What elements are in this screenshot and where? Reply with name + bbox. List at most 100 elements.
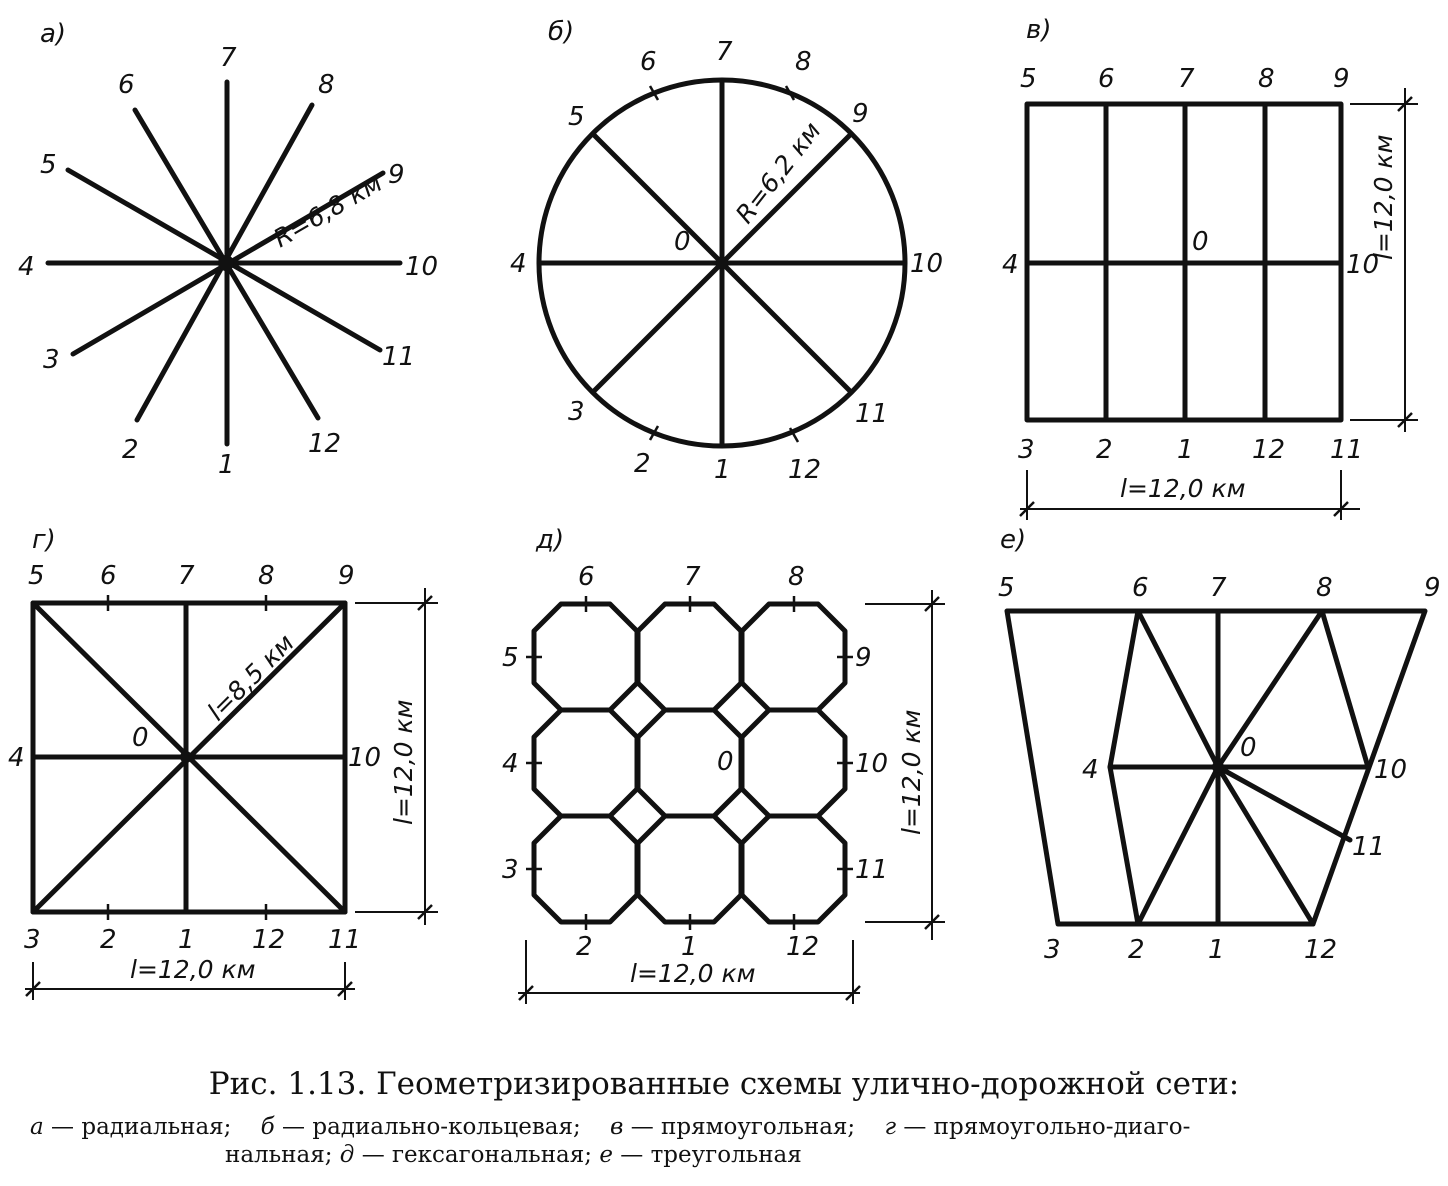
panel-g-node-11: 11 <box>328 925 361 955</box>
caption-text-g-continued: нальная; <box>225 1142 333 1168</box>
panel-v-node-3: 3 <box>1018 435 1035 465</box>
panel-b-node-10: 10 <box>910 249 943 279</box>
panel-e-node-7: 7 <box>1210 573 1227 603</box>
panel-e-node-8: 8 <box>1316 573 1333 603</box>
panel-d-hexagonal: д) 1 2 3 4 5 <box>502 525 945 1004</box>
caption-text-v: — прямоугольная; <box>630 1114 856 1140</box>
panel-a-radial: а) 1 2 3 4 5 6 7 8 9 10 11 12 R=6,8 км <box>18 19 438 480</box>
panel-d-node-2: 2 <box>576 932 593 962</box>
panel-b-node-2: 2 <box>634 449 651 479</box>
panel-d-center-label: 0 <box>717 747 734 777</box>
panel-e-center-node <box>1212 761 1224 773</box>
panel-g-node-8: 8 <box>258 561 275 591</box>
panel-d-node-11: 11 <box>855 855 888 885</box>
panel-g-node-5: 5 <box>28 561 45 591</box>
panel-g-height-dimension: l=12,0 км <box>355 588 438 925</box>
cell-1-1 <box>531 601 640 713</box>
panel-d-node-4: 4 <box>502 749 519 779</box>
caption-key-v: в <box>610 1114 624 1140</box>
panel-a-radius-label: R=6,8 км <box>269 168 387 253</box>
panel-b-letter: б) <box>548 17 574 47</box>
panel-g-node-9: 9 <box>338 561 355 591</box>
panel-g-node-2: 2 <box>100 925 117 955</box>
panel-e-node-1: 1 <box>1208 935 1225 965</box>
panel-v-node-6: 6 <box>1098 64 1115 94</box>
caption-text-a: — радиальная; <box>51 1114 232 1140</box>
cell-2-1 <box>531 707 640 819</box>
panel-d-node-10: 10 <box>855 749 888 779</box>
panel-v-height-label: l=12,0 км <box>1369 135 1398 260</box>
panel-e-letter: е) <box>1000 525 1026 555</box>
caption-key-a: а <box>30 1114 44 1140</box>
panel-g-height-label: l=12,0 км <box>389 700 418 825</box>
panel-d-node-8: 8 <box>788 562 805 592</box>
panel-a-node-6: 6 <box>118 70 135 100</box>
panel-v-node-10: 10 <box>1346 250 1379 280</box>
panel-a-center-node <box>218 255 234 271</box>
panel-a-node-3: 3 <box>43 345 60 375</box>
panel-v-node-7: 7 <box>1178 64 1195 94</box>
panel-a-node-8: 8 <box>318 70 335 100</box>
caption-text-d: — гексагональная; <box>361 1142 593 1168</box>
panel-v-node-11: 11 <box>1330 435 1363 465</box>
panel-v-rectangular: в) 1 2 3 4 5 6 7 8 9 10 11 12 0 l=12,0 к… <box>1002 15 1418 520</box>
caption-text-g: — прямоугольно-диаго- <box>903 1114 1191 1140</box>
panel-d-height-dimension: l=12,0 км <box>865 590 945 940</box>
cell-1-3 <box>739 601 848 713</box>
panel-a-node-9: 9 <box>388 160 405 190</box>
caption-legend-line-1: а — радиальная; б — радиально-кольцевая;… <box>0 1114 1448 1140</box>
panel-b-center-label: 0 <box>674 227 691 257</box>
panel-a-node-7: 7 <box>220 43 237 73</box>
road-0-12 <box>1215 764 1316 927</box>
caption-legend-line-2: нальная; д — гексагональная; е — треугол… <box>0 1142 1448 1168</box>
panel-b-node-7: 7 <box>716 37 733 67</box>
panel-e-node-11: 11 <box>1352 832 1385 862</box>
road-8-10 <box>1319 608 1371 770</box>
panel-g-node-4: 4 <box>8 743 25 773</box>
panel-g-center-label: 0 <box>132 723 149 753</box>
panel-g-node-6: 6 <box>100 561 117 591</box>
panel-b-center-node <box>716 257 728 269</box>
caption-key-b: б <box>260 1114 275 1140</box>
panel-d-width-dimension: l=12,0 км <box>518 940 861 1004</box>
panel-v-node-2: 2 <box>1096 435 1113 465</box>
panel-v-node-5: 5 <box>1020 64 1037 94</box>
panel-d-width-label: l=12,0 км <box>630 959 755 988</box>
panel-e-triangular: е) 1 2 3 4 5 6 7 8 9 10 11 12 0 <box>998 525 1441 965</box>
panel-a-node-2: 2 <box>122 435 139 465</box>
panel-g-width-label: l=12,0 км <box>130 955 255 984</box>
panel-a-node-1: 1 <box>218 450 235 480</box>
panel-v-letter: в) <box>1026 15 1051 45</box>
panel-d-node-6: 6 <box>578 562 595 592</box>
panel-e-node-10: 10 <box>1374 755 1407 785</box>
road-0-2 <box>1135 764 1221 927</box>
panel-a-node-12: 12 <box>308 429 341 459</box>
panel-b-radial-ring: б) 1 2 3 4 5 6 7 8 9 10 11 12 0 R=6,2 км <box>510 17 943 485</box>
caption-title: Рис. 1.13. Геометризированные схемы улич… <box>208 1066 1240 1102</box>
figure-diagrams: а) 1 2 3 4 5 6 7 8 9 10 11 12 R=6,8 км б… <box>8 15 1441 1004</box>
panel-a-node-4: 4 <box>18 252 35 282</box>
panel-v-node-9: 9 <box>1333 64 1350 94</box>
caption-key-g: г <box>884 1114 897 1140</box>
cell-2-3 <box>739 707 848 819</box>
panel-e-node-12: 12 <box>1304 935 1337 965</box>
panel-g-center-node <box>180 751 192 763</box>
panel-b-node-12: 12 <box>788 455 821 485</box>
panel-v-node-12: 12 <box>1252 435 1285 465</box>
panel-g-node-7: 7 <box>178 561 195 591</box>
panel-e-center-label: 0 <box>1240 733 1257 763</box>
panel-e-node-3: 3 <box>1044 935 1061 965</box>
panel-d-node-3: 3 <box>502 855 519 885</box>
panel-b-node-5: 5 <box>568 102 585 132</box>
panel-b-ring-ticks <box>648 85 800 443</box>
caption-key-d: д <box>339 1142 355 1168</box>
panel-d-height-label: l=12,0 км <box>897 710 926 835</box>
panel-v-width-dimension: l=12,0 км <box>1019 470 1360 520</box>
panel-v-node-8: 8 <box>1258 64 1275 94</box>
panel-b-node-3: 3 <box>568 397 585 427</box>
panel-b-node-9: 9 <box>852 99 869 129</box>
panel-e-node-4: 4 <box>1082 755 1099 785</box>
caption-text-b: — радиально-кольцевая; <box>282 1114 581 1140</box>
panel-d-node-5: 5 <box>502 643 519 673</box>
panel-b-node-4: 4 <box>510 249 527 279</box>
